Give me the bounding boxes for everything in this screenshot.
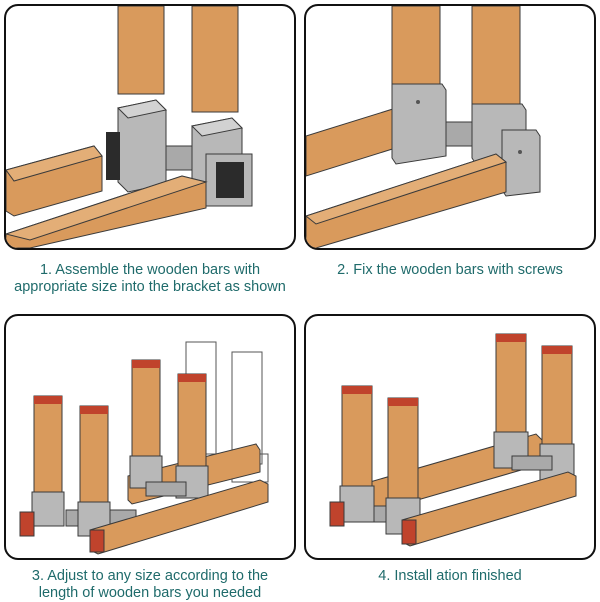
step-1-panel — [4, 4, 296, 250]
step-2-caption: 2. Fix the wooden bars with screws — [337, 262, 563, 278]
upright-bar-left — [391, 6, 441, 87]
upright-back-right — [541, 345, 573, 451]
bracket-left-slot — [106, 132, 120, 180]
upright-front-right — [79, 405, 109, 507]
upright-front-left — [33, 395, 63, 497]
step-3-caption: 3. Adjust to any size according to the l… — [31, 568, 269, 601]
horizontal-bar-back — [306, 107, 403, 177]
upright-front-right — [387, 397, 419, 503]
connector-pipe-back — [145, 481, 187, 497]
step-2-illustration — [306, 6, 541, 248]
step-2-panel — [304, 4, 596, 250]
upright-back-right — [177, 373, 207, 471]
connector-pipe-back — [511, 455, 553, 471]
upright-bar-left — [117, 6, 165, 95]
bracket-front-left — [339, 485, 375, 523]
upright-front-left — [341, 385, 373, 491]
upright-back-left — [131, 359, 161, 461]
upright-back-left — [495, 333, 527, 439]
step-4-illustration — [329, 333, 577, 547]
bracket-right-slot — [216, 162, 244, 198]
step-4-panel — [304, 314, 596, 560]
bracket-left — [391, 83, 447, 165]
step-3-illustration — [19, 341, 269, 555]
upright-bar-right — [471, 6, 521, 107]
step-1-illustration — [6, 6, 253, 248]
step-3-panel — [4, 314, 296, 560]
step-4-caption: 4. Install ation finished — [378, 568, 522, 584]
upright-bar-right — [191, 6, 239, 113]
bracket-front-left — [31, 491, 65, 527]
step-1-caption: 1. Assemble the wooden bars with appropr… — [14, 262, 286, 295]
